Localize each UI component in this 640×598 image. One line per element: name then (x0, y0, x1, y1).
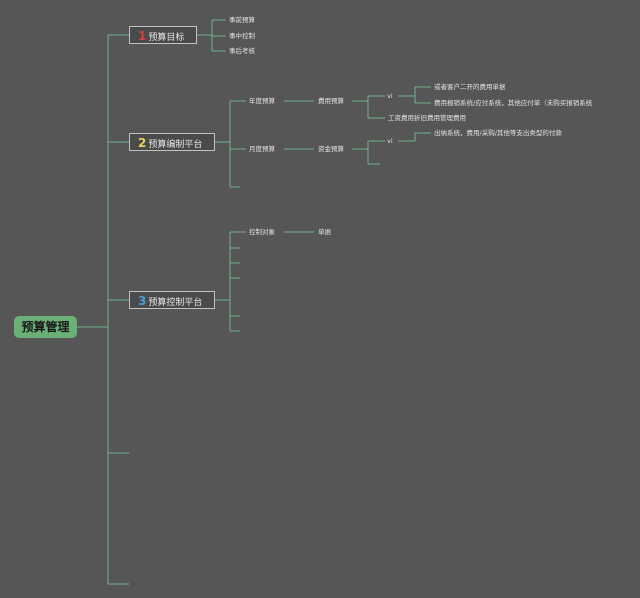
node-document[interactable]: 单据 (318, 228, 331, 236)
leaf-in-control[interactable]: 事中控制 (229, 32, 255, 40)
branch-number-2: 2 (138, 136, 147, 150)
leaf-salary-depreciation[interactable]: 工资费用折旧费用管理费用 (388, 114, 466, 122)
branch-label: 预算控制平台 (148, 298, 203, 308)
leaf-pre-budget[interactable]: 事前预算 (229, 16, 255, 24)
branch-label: 预算目标 (148, 33, 185, 43)
root-node[interactable]: 预算管理 (14, 316, 77, 338)
node-annual-budget[interactable]: 年度预算 (249, 97, 275, 105)
connector-vi: vi (387, 92, 393, 100)
branch-number-3: 3 (138, 294, 147, 308)
node-control-object[interactable]: 控制对象 (249, 228, 275, 236)
node-monthly-budget[interactable]: 月度预算 (249, 145, 275, 153)
connector-vi: vi (387, 137, 393, 145)
leaf-cashier-payments[interactable]: 出纳系统，费用/采购/其他等支出类型的付款 (434, 129, 562, 137)
node-expense-budget[interactable]: 费用预算 (318, 97, 344, 105)
leaf-post-review[interactable]: 事后考核 (229, 47, 255, 55)
leaf-custom-expense-doc[interactable]: 或者客户二开的费用单据 (434, 83, 506, 91)
branch-number-1: 1 (138, 29, 147, 43)
node-fund-budget[interactable]: 资金预算 (318, 145, 344, 153)
leaf-expense-ap-system[interactable]: 费用报销系统/应付系统，其他应付单（未购买报销系统 (434, 99, 593, 107)
branch-label: 预算编制平台 (148, 140, 203, 150)
